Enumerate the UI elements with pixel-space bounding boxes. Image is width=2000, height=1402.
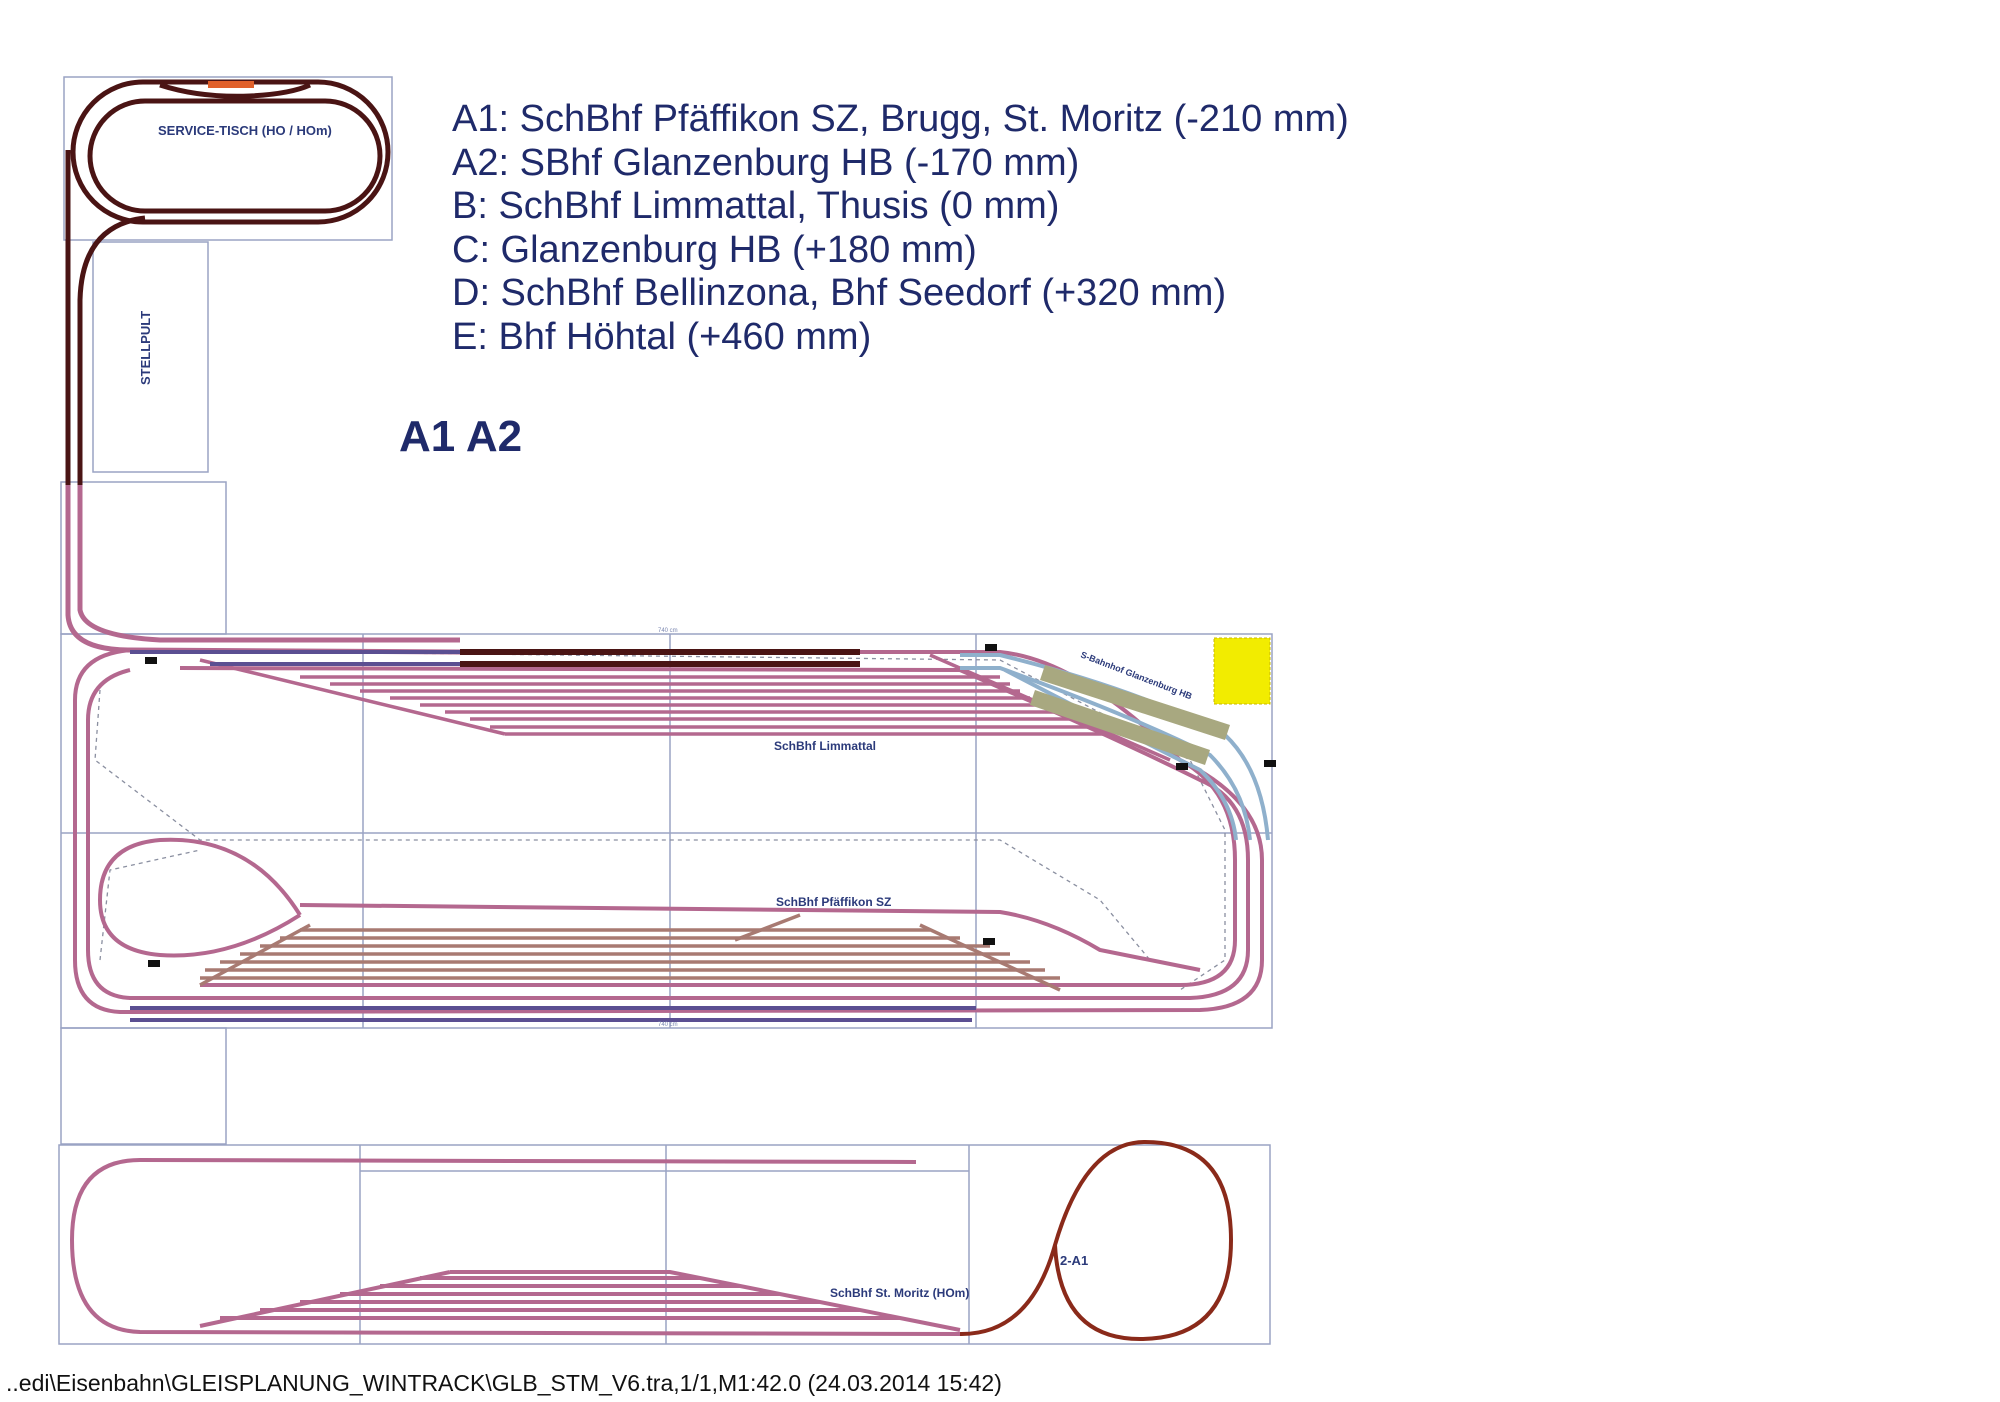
- legend-line-b: B: SchBhf Limmattal, Thusis (0 mm): [452, 185, 1060, 227]
- st-moritz-tracks: [69, 1157, 961, 1336]
- level-heading: A1 A2: [399, 412, 523, 461]
- control-desk-label: STELLPULT: [138, 311, 153, 385]
- yellow-room-box: [1213, 637, 1271, 705]
- legend-line-c: C: Glanzenburg HB (+180 mm): [452, 228, 977, 271]
- pfaeffikon-staging: [199, 913, 1061, 992]
- limmattal-staging: [199, 653, 1171, 762]
- bottom-board: [58, 1144, 1271, 1345]
- limmattal-dark-tracks: [460, 649, 860, 667]
- file-path-footer: ..edi\Eisenbahn\GLEISPLANUNG_WINTRACK\GL…: [6, 1370, 1002, 1396]
- scenery-outline: [94, 649, 1226, 991]
- limmattal-purple-tracks: [130, 650, 460, 666]
- dimension-top: 740 cm: [658, 628, 678, 634]
- legend-line-a1: A1: SchBhf Pfäffikon SZ, Brugg, St. Mori…: [452, 98, 1349, 140]
- helix-loop-2-a1: [959, 1139, 1234, 1342]
- main-board: [60, 633, 1273, 1029]
- service-platform: [208, 81, 254, 88]
- connector-board-upper: [60, 481, 227, 635]
- limmattal-label: SchBhf Limmattal: [774, 739, 876, 753]
- level-legend: A1: SchBhf Pfäffikon SZ, Brugg, St. Mori…: [452, 98, 1349, 359]
- reverse-loop: [97, 837, 302, 958]
- st-moritz-label: SchBhf St. Moritz (HOm): [830, 1286, 969, 1300]
- pfaeffikon-label: SchBhf Pfäffikon SZ: [776, 895, 891, 909]
- legend-line-d: D: SchBhf Bellinzona, Bhf Seedorf (+320 …: [452, 272, 1227, 314]
- pfaeffikon-purple-tracks: [130, 1006, 976, 1022]
- legend-line-e: E: Bhf Höhtal (+460 mm): [452, 315, 872, 358]
- locomotive-icons: [145, 644, 1276, 967]
- connector-board-lower: [60, 1027, 227, 1145]
- glanzenburg-platforms: [1030, 665, 1230, 765]
- dimension-bottom: 740 cm: [658, 1022, 678, 1028]
- loop-marker-label: 2-A1: [1060, 1253, 1088, 1268]
- service-table-board: [63, 76, 393, 241]
- service-tracks: [70, 79, 391, 225]
- legend-line-a2: A2: SBhf Glanzenburg HB (-170 mm): [452, 141, 1080, 184]
- control-desk-board: [92, 241, 209, 473]
- service-table-label: SERVICE-TISCH (HO / HOm): [158, 123, 332, 138]
- connection-tracks: [65, 150, 461, 655]
